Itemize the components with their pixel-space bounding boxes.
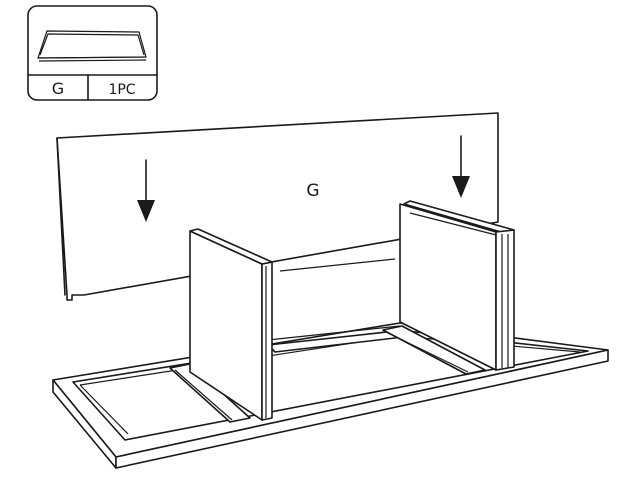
legend-quantity: 1PC bbox=[108, 82, 135, 98]
panel-label: G bbox=[306, 181, 319, 201]
part-g-thumbnail-icon bbox=[37, 30, 147, 62]
right-divider-panel bbox=[382, 200, 515, 375]
down-arrow-left-icon bbox=[137, 159, 155, 222]
parts-legend: G 1PC bbox=[27, 5, 158, 101]
legend-part-letter: G bbox=[52, 79, 64, 98]
left-divider-panel bbox=[169, 228, 273, 423]
down-arrow-right-icon bbox=[452, 135, 470, 198]
base-frame bbox=[52, 322, 609, 469]
panel-reference-line bbox=[279, 258, 396, 272]
back-panel-g: G bbox=[56, 112, 499, 301]
legend-frame bbox=[27, 5, 158, 101]
